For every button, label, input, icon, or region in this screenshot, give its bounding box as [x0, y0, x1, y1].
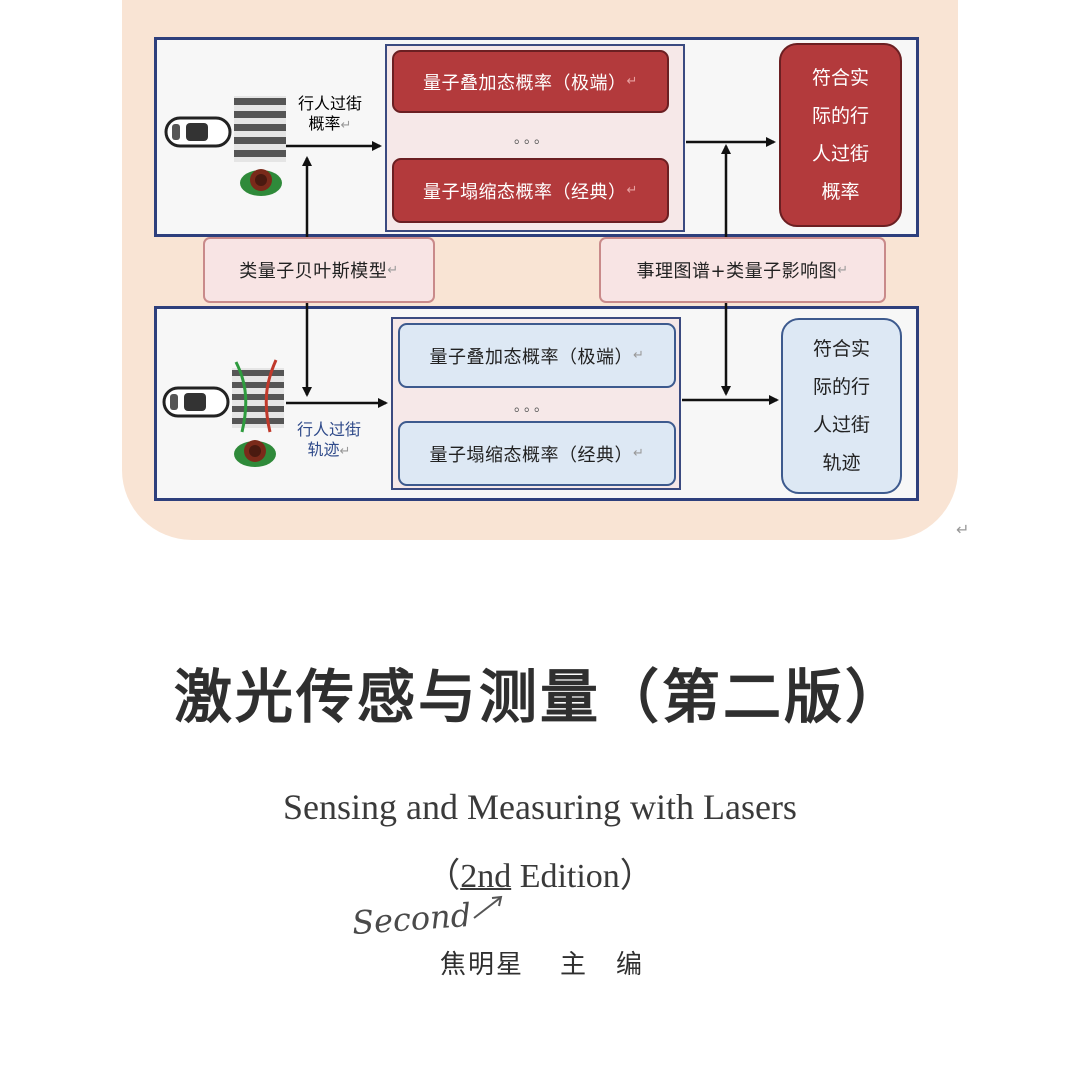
top-scene-label: 行人过街 概率↵ [297, 94, 362, 133]
handwritten-note: Second [350, 895, 473, 943]
crosswalk-trajectory-icon [232, 359, 284, 433]
bottom-ellipsis: 。。。 [514, 399, 551, 415]
car-icon [162, 386, 230, 418]
author-role: 主编 [560, 950, 673, 980]
top-superposition-box: 量子叠加态概率（极端）↵ [392, 50, 669, 113]
author-name: 焦明星 [440, 950, 525, 980]
bottom-result-box: 符合实 际的行 人过街 轨迹 [781, 318, 902, 494]
top-collapse-box: 量子塌缩态概率（经典）↵ [392, 158, 669, 223]
top-result-box: 符合实 际的行 人过街 概率 [779, 43, 902, 227]
handwritten-arrow [473, 895, 503, 919]
car-icon [164, 116, 232, 148]
influence-graph-box: 事理图谱+类量子影响图↵ [599, 237, 886, 303]
top-ellipsis: 。。。 [514, 131, 551, 147]
book-author: 焦明星 主编 [440, 944, 672, 981]
book-title-english: Sensing and Measuring with Lasers [283, 787, 797, 827]
pedestrian-icon [240, 169, 282, 196]
bayes-model-box: 类量子贝叶斯模型↵ [203, 237, 435, 303]
pedestrian-icon [234, 440, 276, 467]
paragraph-mark: ↵ [956, 520, 970, 539]
book-title-chinese: 激光传感与测量（第二版） [173, 663, 906, 731]
edition-number: 2nd [460, 858, 512, 895]
bottom-collapse-box: 量子塌缩态概率（经典）↵ [398, 421, 676, 486]
bottom-superposition-box: 量子叠加态概率（极端）↵ [398, 323, 676, 388]
bottom-scene-label: 行人过街 轨迹↵ [296, 420, 361, 459]
crosswalk-icon [234, 96, 286, 162]
book-edition: （2nd Edition） [426, 858, 654, 895]
flow-arrows [286, 137, 779, 408]
